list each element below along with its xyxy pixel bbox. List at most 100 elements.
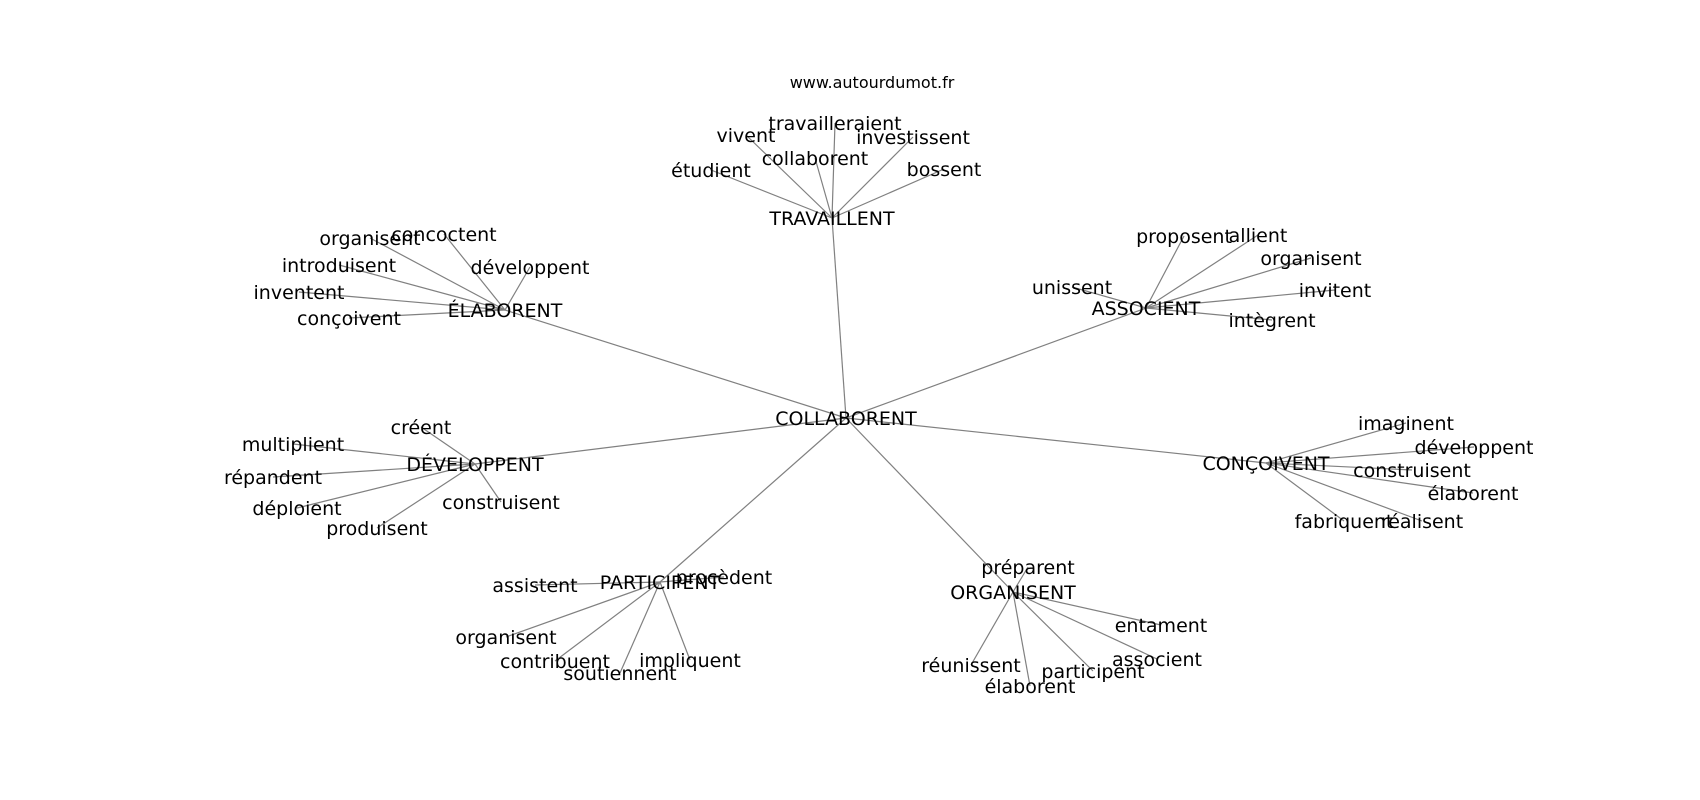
leaf-node[interactable]: organisent (455, 627, 556, 649)
edge-center-hub (845, 307, 1147, 419)
leaf-node[interactable]: développent (471, 257, 590, 279)
edge-hub-leaf (1012, 591, 1158, 660)
edge-hub-leaf (831, 136, 914, 219)
leaf-node[interactable]: intègrent (1228, 310, 1315, 332)
leaf-node[interactable]: proposent (1136, 226, 1232, 248)
leaf-node[interactable]: participent (1041, 661, 1144, 683)
edge-hub-leaf (504, 266, 531, 311)
watermark: www.autourdumot.fr (790, 73, 955, 92)
edge-hub-leaf (1265, 462, 1423, 522)
edge-hub-leaf (745, 134, 833, 219)
edge-hub-leaf (348, 309, 506, 319)
leaf-node[interactable]: étudient (671, 160, 751, 182)
edge-hub-leaf (1012, 591, 1031, 687)
edge-center-hub (504, 309, 847, 419)
edge-hub-leaf (1265, 462, 1474, 494)
edge-center-hub (831, 217, 847, 419)
hub-node[interactable]: DÉVELOPPENT (406, 453, 544, 476)
hub-node[interactable]: CONÇOIVENT (1202, 453, 1329, 475)
hub-node[interactable]: ÉLABORENT (448, 299, 563, 322)
leaf-node[interactable]: associent (1112, 649, 1202, 671)
edge-hub-leaf (272, 463, 476, 478)
leaf-node[interactable]: produisent (326, 518, 428, 540)
edge-center-hub (474, 417, 847, 465)
edge-hub-leaf (1012, 591, 1094, 672)
leaf-node[interactable]: conçoivent (297, 308, 401, 330)
edge-hub-leaf (1145, 289, 1336, 309)
edge-hub-leaf (1145, 234, 1259, 309)
edge-hub-leaf (710, 169, 833, 219)
leaf-node[interactable]: procèdent (676, 567, 772, 589)
leaf-node[interactable]: inventent (254, 282, 345, 304)
edge-hub-leaf (298, 291, 506, 311)
leaf-node[interactable]: bossent (907, 159, 982, 181)
edge-hub-leaf (831, 168, 945, 219)
leaf-node[interactable]: réunissent (921, 655, 1020, 677)
edge-hub-leaf (1265, 446, 1475, 464)
leaf-node[interactable]: organisent (319, 228, 420, 250)
hub-node[interactable]: ORGANISENT (950, 582, 1076, 604)
leaf-node[interactable]: multiplient (242, 434, 344, 456)
edge-hub-leaf (1145, 307, 1273, 321)
leaf-node[interactable]: entament (1115, 615, 1208, 637)
hub-node[interactable]: PARTICIPENT (600, 572, 721, 594)
edge-hub-leaf (1145, 235, 1185, 309)
edge-center-hub (845, 417, 1014, 593)
edge-hub-leaf (443, 233, 506, 311)
edge-hub-leaf (831, 122, 836, 219)
leaf-node[interactable]: fabriquent (1295, 511, 1394, 533)
edge-hub-leaf (505, 581, 661, 638)
edge-hub-leaf (619, 581, 661, 674)
edge-hub-leaf (659, 581, 691, 661)
leaf-node[interactable]: contribuent (500, 651, 610, 673)
edge-hub-leaf (534, 581, 661, 586)
edge-hub-leaf (1012, 591, 1162, 626)
leaf-node[interactable]: concoctent (391, 224, 496, 246)
leaf-node[interactable]: réalisent (1381, 511, 1463, 533)
leaf-node[interactable]: construisent (1353, 460, 1471, 482)
edge-hub-leaf (474, 463, 502, 503)
leaf-node[interactable]: préparent (981, 557, 1074, 579)
leaf-node[interactable]: impliquent (639, 650, 741, 672)
edge-hub-leaf (814, 157, 833, 219)
edge-center-hub (659, 417, 847, 583)
leaf-node[interactable]: organisent (1260, 248, 1361, 270)
leaf-node[interactable]: développent (1415, 437, 1534, 459)
edge-hub-leaf (292, 443, 476, 465)
leaf-node[interactable]: investissent (856, 127, 970, 149)
leaf-node[interactable]: travailleraient (768, 113, 901, 135)
hub-node[interactable]: TRAVAILLENT (768, 208, 895, 230)
edge-hub-leaf (338, 264, 506, 311)
leaf-node[interactable]: créent (391, 417, 452, 439)
leaf-node[interactable]: imaginent (1358, 413, 1454, 435)
edges (272, 122, 1475, 687)
edge-hub-leaf (420, 426, 476, 465)
leaf-node[interactable]: soutiennent (563, 663, 676, 685)
center-node[interactable]: COLLABORENT (775, 408, 917, 430)
leaf-node[interactable]: élaborent (1428, 483, 1519, 505)
hub-node[interactable]: ASSOCIENT (1092, 298, 1201, 320)
edge-hub-leaf (376, 463, 476, 529)
edge-hub-leaf (1265, 462, 1345, 522)
edge-hub-leaf (970, 591, 1014, 666)
edge-hub-leaf (1265, 422, 1407, 464)
edge-center-hub (845, 417, 1267, 464)
leaf-node[interactable]: allient (1229, 225, 1288, 247)
leaf-node[interactable]: assistent (492, 575, 577, 597)
edge-hub-leaf (554, 581, 661, 662)
leaf-node[interactable]: répandent (224, 467, 322, 489)
leaf-node[interactable]: invitent (1299, 280, 1371, 302)
leaf-node[interactable]: unissent (1032, 277, 1112, 299)
leaf-node[interactable]: construisent (442, 492, 560, 514)
leaf-node[interactable]: élaborent (985, 676, 1076, 698)
edge-hub-leaf (296, 463, 476, 509)
leaf-node[interactable]: vivent (717, 125, 776, 147)
edge-hub-leaf (1012, 566, 1029, 593)
edge-hub-leaf (659, 576, 725, 583)
leaf-node[interactable]: collaborent (762, 148, 869, 170)
node-labels: COLLABORENT TRAVAILLENT travailleraientvi… (224, 113, 1533, 698)
edge-hub-leaf (1145, 257, 1312, 309)
leaf-node[interactable]: introduisent (282, 255, 396, 277)
leaf-node[interactable]: déploient (252, 498, 341, 520)
